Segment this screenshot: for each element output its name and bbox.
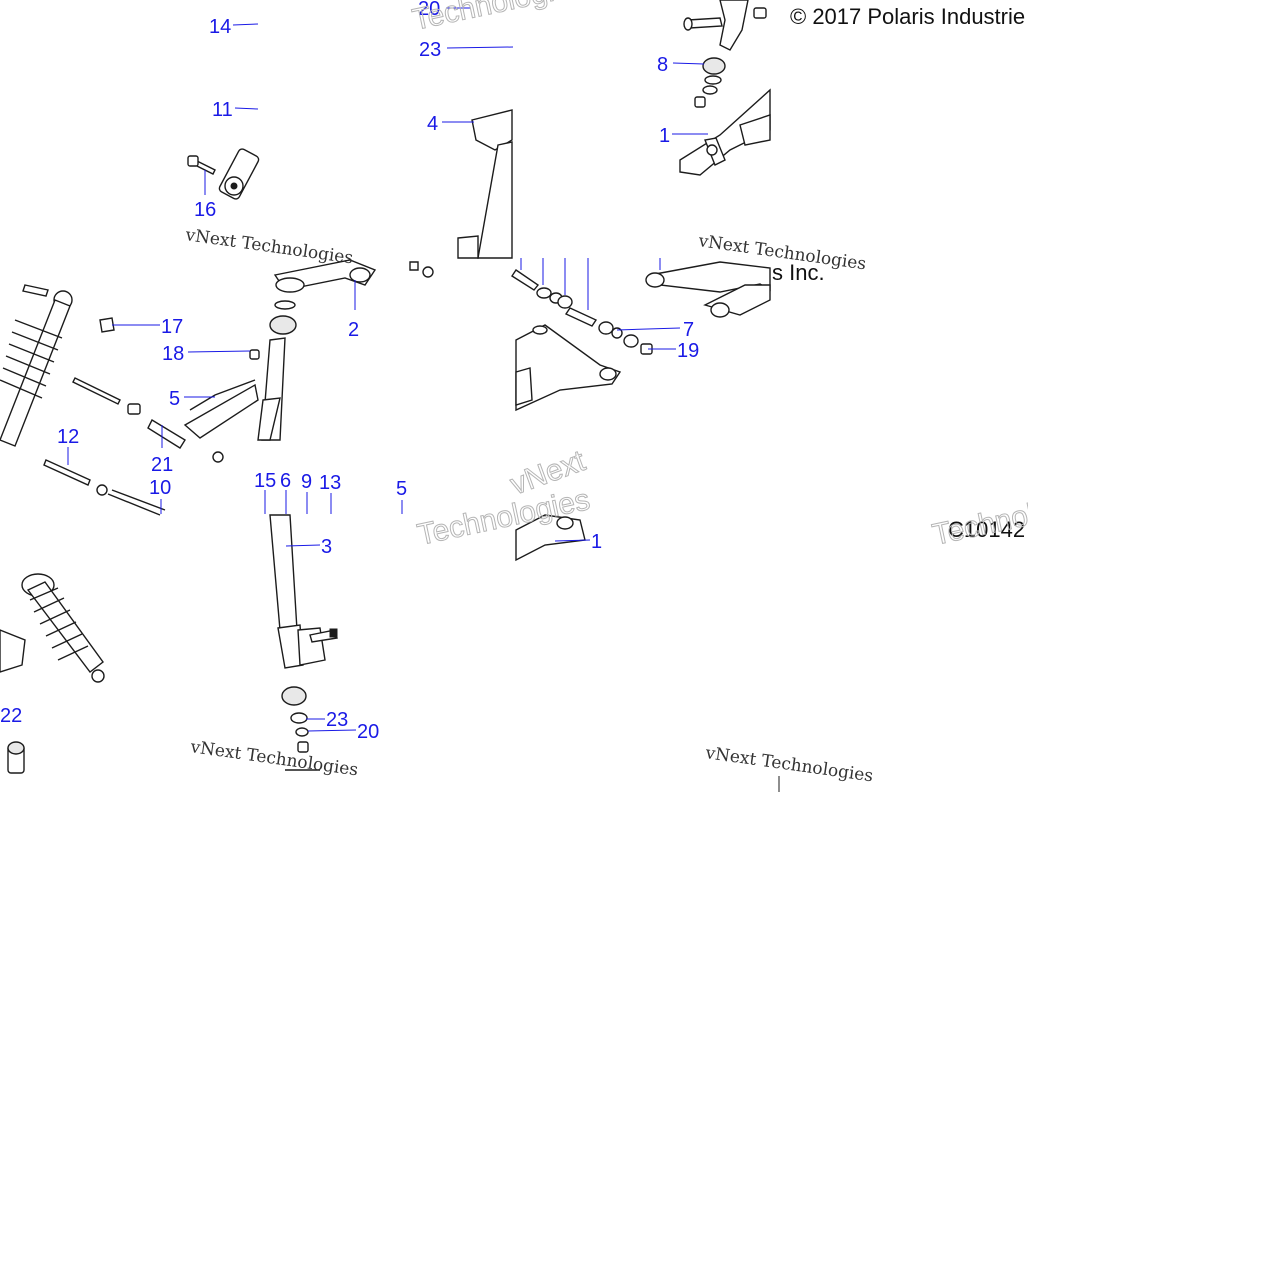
a-arm-part-6 [515, 514, 586, 562]
callout-8: 8 [657, 54, 668, 76]
meta-text: © 2017 Polaris Industrie s Inc. C10142 [772, 4, 1025, 542]
callout-17: 17 [161, 316, 183, 338]
shock-upper-part [187, 148, 260, 200]
bushing-parts-2 [511, 269, 653, 355]
callout-18: 18 [162, 343, 184, 365]
callout-21: 21 [151, 454, 173, 476]
a-arm-part-1 [679, 88, 771, 176]
callout-12: 12 [57, 426, 79, 448]
callouts: 14 11 16 20 23 4 8 1 17 18 2 5 7 [0, 0, 780, 792]
strut-upper-part [257, 337, 286, 441]
callout-14: 14 [209, 16, 231, 38]
strut-tube-part [457, 109, 513, 259]
callout-6: 6 [280, 470, 291, 492]
callout-20-top: 20 [418, 0, 440, 20]
callout-9: 9 [301, 471, 312, 493]
copyright-text-tail: s Inc. [772, 260, 825, 285]
callout-2: 2 [348, 319, 359, 341]
callout-23-top: 23 [419, 39, 441, 61]
a-arm-part-3 [183, 349, 260, 463]
tile-row-3 [0, 514, 586, 774]
tile-row-2 [0, 259, 771, 516]
coil-shock-part [0, 284, 73, 447]
callout-13: 13 [319, 472, 341, 494]
diagram-code: C10142 [948, 517, 1025, 542]
bushing-parts [43, 317, 186, 516]
callout-19: 19 [677, 340, 699, 362]
callout-3: 3 [321, 536, 332, 558]
callout-4: 4 [427, 113, 438, 135]
callout-20-lower: 20 [357, 721, 379, 743]
callout-1-upper: 1 [659, 125, 670, 147]
callout-22: 22 [0, 705, 22, 727]
watermark-script-4: vNext Technologies [703, 743, 874, 786]
watermark-script-3: vNext Technologies [188, 737, 359, 780]
callout-15: 15 [254, 470, 276, 492]
strut-lower-part [269, 514, 338, 771]
spindle-part [683, 0, 767, 108]
callout-16: 16 [194, 199, 216, 221]
callout-1-lower: 1 [591, 531, 602, 553]
callout-5-middle: 5 [169, 388, 180, 410]
a-arm-part-4 [515, 324, 622, 412]
coil-shock-part-2 [0, 573, 105, 774]
watermark-big-4: Technologies [410, 0, 588, 37]
callout-23-lower: 23 [326, 709, 348, 731]
callout-10: 10 [149, 477, 171, 499]
a-arm-part-2 [269, 259, 434, 335]
copyright-text: © 2017 Polaris Industrie [790, 4, 1025, 29]
callout-11: 11 [212, 99, 233, 121]
callout-7: 7 [683, 319, 694, 341]
a-arm-part-5 [645, 261, 771, 318]
callout-5-right: 5 [396, 478, 407, 500]
tile-row-1 [187, 0, 771, 259]
